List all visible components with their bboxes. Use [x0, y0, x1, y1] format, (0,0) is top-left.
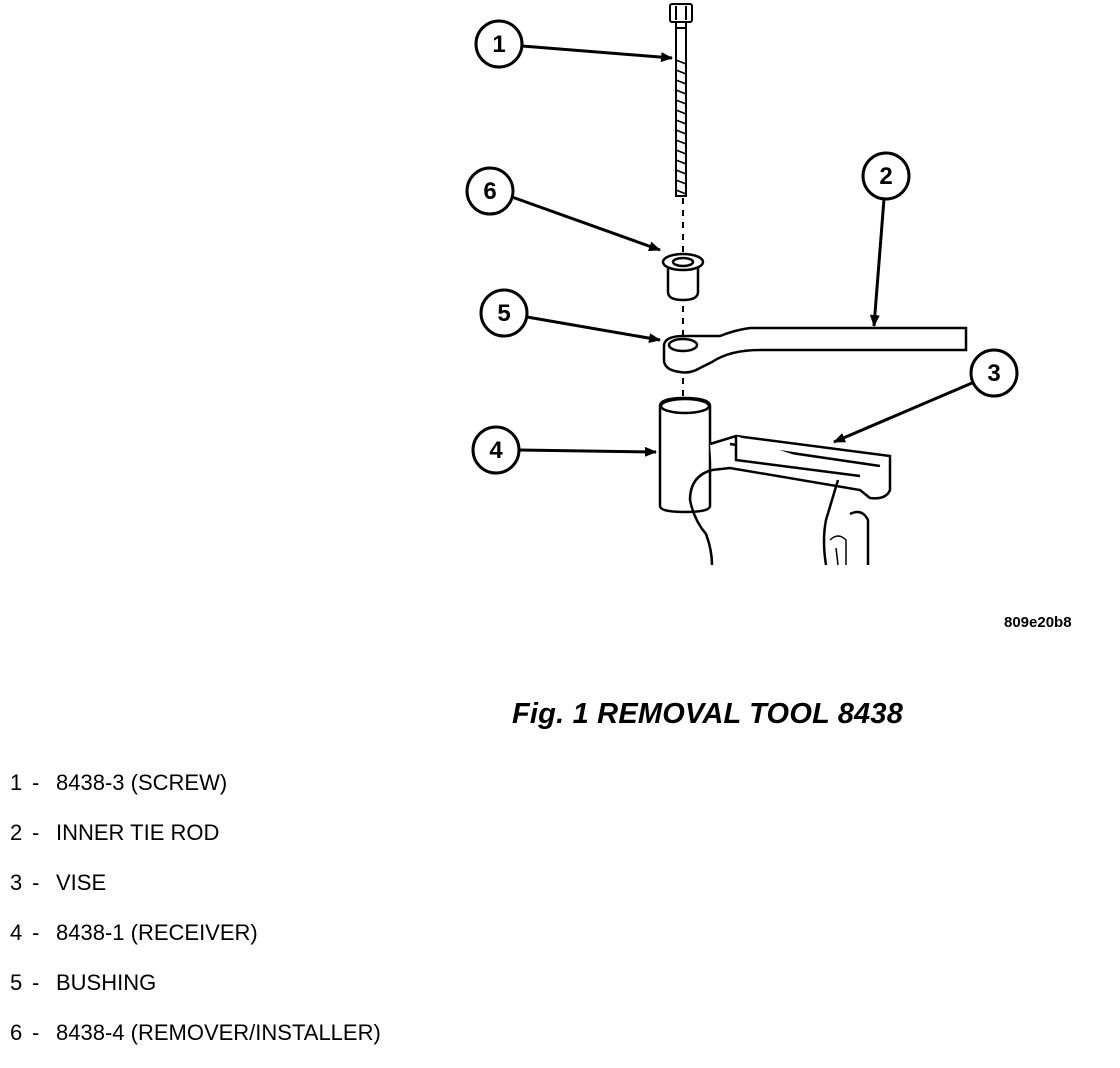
callout-1: 1 [474, 19, 524, 69]
legend-item: 6-8438-4 (REMOVER/INSTALLER) [10, 1018, 381, 1068]
parts-legend: 1-8438-3 (SCREW) 2-INNER TIE ROD 3-VISE … [10, 768, 381, 1068]
legend-number: 4 [10, 920, 23, 945]
legend-text: BUSHING [56, 970, 157, 995]
legend-text: 8438-3 (SCREW) [56, 770, 228, 795]
remover-installer-part [661, 252, 705, 302]
leader-arrow-2 [869, 198, 886, 327]
leader-arrow-1 [521, 44, 673, 63]
vise-part [688, 434, 892, 566]
legend-item: 2-INNER TIE ROD [10, 818, 381, 868]
svg-text:3: 3 [987, 360, 1000, 387]
inner-tie-rod-part [662, 326, 968, 374]
svg-text:6: 6 [483, 178, 496, 205]
removal-tool-illustration: 1 6 5 4 2 3 [465, 3, 1019, 566]
legend-item: 3-VISE [10, 868, 381, 918]
leader-arrow-5 [526, 315, 661, 344]
leader-arrows [511, 44, 973, 457]
legend-text: INNER TIE ROD [56, 820, 220, 845]
legend-number: 6 [10, 1020, 23, 1045]
svg-text:4: 4 [489, 437, 503, 464]
figure-id: 809e20b8 [1004, 614, 1072, 631]
svg-text:2: 2 [879, 163, 892, 190]
legend-number: 5 [10, 970, 23, 995]
screw-part [669, 3, 693, 197]
receiver-part [658, 396, 712, 514]
leader-arrow-3 [833, 381, 973, 444]
callout-2: 2 [861, 151, 911, 201]
callout-3: 3 [969, 348, 1019, 398]
leader-arrow-4 [518, 446, 657, 457]
legend-number: 3 [10, 870, 23, 895]
figure-caption: Fig. 1 REMOVAL TOOL 8438 [512, 698, 904, 730]
legend-item: 4-8438-1 (RECEIVER) [10, 918, 381, 968]
legend-separator: - [32, 870, 40, 895]
legend-item: 5-BUSHING [10, 968, 381, 1018]
callout-5: 5 [479, 288, 529, 338]
legend-separator: - [32, 770, 40, 795]
legend-text: VISE [56, 870, 107, 895]
legend-text: 8438-1 (RECEIVER) [56, 920, 258, 945]
legend-text: 8438-4 (REMOVER/INSTALLER) [56, 1020, 381, 1045]
callout-6: 6 [465, 166, 515, 216]
legend-number: 2 [10, 820, 23, 845]
legend-separator: - [32, 970, 40, 995]
legend-separator: - [32, 820, 40, 845]
legend-item: 1-8438-3 (SCREW) [10, 768, 381, 818]
svg-text:1: 1 [492, 31, 505, 58]
legend-separator: - [32, 920, 40, 945]
legend-number: 1 [10, 770, 23, 795]
svg-text:5: 5 [497, 300, 510, 327]
callout-4: 4 [471, 425, 521, 475]
leader-arrow-6 [511, 195, 661, 252]
legend-separator: - [32, 1020, 40, 1045]
